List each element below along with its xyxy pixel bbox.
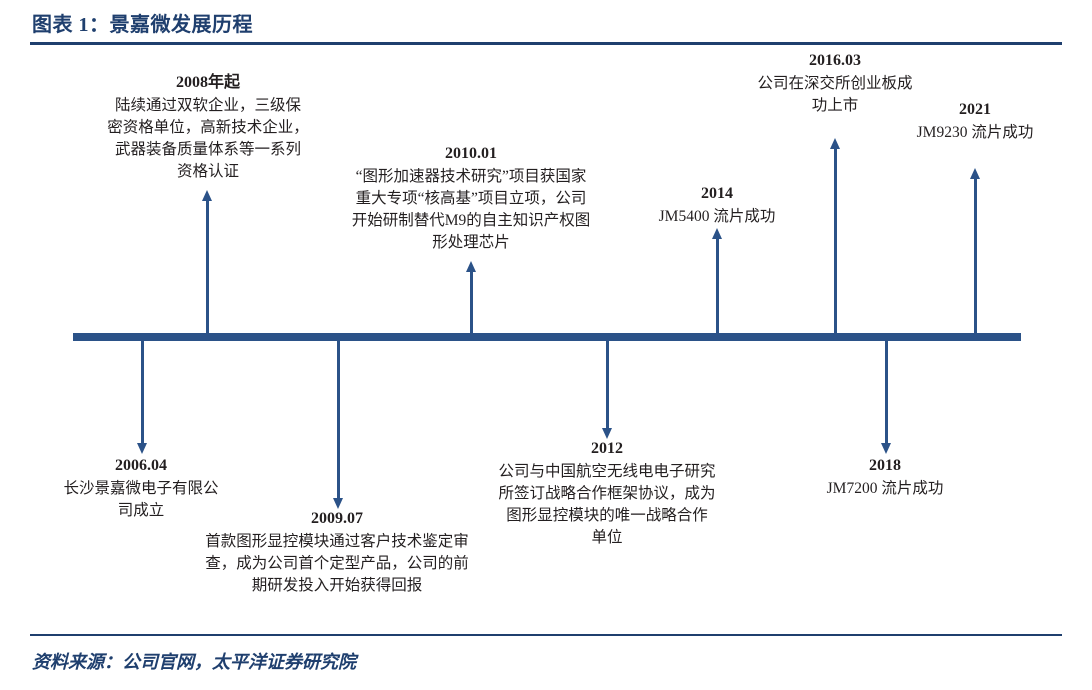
event-date: 2010.01 xyxy=(445,145,497,162)
event-date: 2014 xyxy=(701,185,733,202)
timeline-event-2021: 2021 JM9230 流片成功 xyxy=(880,99,1070,144)
timeline-event-2016-03: 2016.03 公司在深交所创业板成 功上市 xyxy=(731,50,939,117)
event-date: 2012 xyxy=(591,440,623,457)
event-description: JM9230 流片成功 xyxy=(916,123,1034,141)
connector-2009-07 xyxy=(337,340,340,499)
arrowhead-2014 xyxy=(712,228,722,239)
arrowhead-2018 xyxy=(881,443,891,454)
timeline-event-2008-qi: 2008年起 陆续通过双软企业，三级保 密资格单位，高新技术企业， 武器装备质量… xyxy=(60,72,356,183)
connector-2010-01 xyxy=(470,271,473,334)
arrowhead-2008-qi xyxy=(202,190,212,201)
page-title: 图表 1：景嘉微发展历程 xyxy=(32,14,253,36)
timeline-event-2014: 2014 JM5400 流片成功 xyxy=(622,183,812,228)
footer-divider xyxy=(30,634,1062,636)
event-date: 2018 xyxy=(869,457,901,474)
event-description: JM5400 流片成功 xyxy=(658,207,776,225)
connector-2016-03 xyxy=(834,148,837,334)
connector-2006-04 xyxy=(141,340,144,444)
source-note: 资料来源：公司官网，太平洋证券研究院 xyxy=(32,652,356,672)
arrowhead-2016-03 xyxy=(830,138,840,149)
event-date: 2006.04 xyxy=(115,457,167,474)
connector-2008-qi xyxy=(206,200,209,334)
event-date: 2016.03 xyxy=(809,52,861,69)
connector-2014 xyxy=(716,238,719,334)
timeline-event-2009-07: 2009.07 首款图形显控模块通过客户技术鉴定审 查，成为公司首个定型产品，公… xyxy=(182,508,492,597)
connector-2012 xyxy=(606,340,609,429)
event-description: 陆续通过双软企业，三级保 密资格单位，高新技术企业， 武器装备质量体系等一系列 … xyxy=(107,96,309,180)
event-description: 长沙景嘉微电子有限公 司成立 xyxy=(63,479,219,519)
event-date: 2009.07 xyxy=(311,510,363,527)
event-description: 公司在深交所创业板成 功上市 xyxy=(757,74,913,114)
event-date: 2021 xyxy=(959,101,991,118)
timeline-event-2012: 2012 公司与中国航空无线电电子研究 所签订战略合作框架协议，成为 图形显控模… xyxy=(458,438,756,549)
connector-2018 xyxy=(885,340,888,444)
event-description: “图形加速器技术研究”项目获国家 重大专项“核高基”项目立项，公司 开始研制替代… xyxy=(351,167,591,251)
event-description: 首款图形显控模块通过客户技术鉴定审 查，成为公司首个定型产品，公司的前 期研发投… xyxy=(205,532,469,594)
arrowhead-2009-07 xyxy=(333,498,343,509)
timeline-axis xyxy=(73,333,1021,341)
timeline-event-2010-01: 2010.01 “图形加速器技术研究”项目获国家 重大专项“核高基”项目立项，公… xyxy=(322,143,620,254)
connector-2021 xyxy=(974,178,977,334)
title-divider xyxy=(30,42,1062,45)
arrowhead-2012 xyxy=(602,428,612,439)
timeline-event-2018: 2018 JM7200 流片成功 xyxy=(790,455,980,500)
arrowhead-2021 xyxy=(970,168,980,179)
event-description: JM7200 流片成功 xyxy=(826,479,944,497)
timeline-event-2006-04: 2006.04 长沙景嘉微电子有限公 司成立 xyxy=(22,455,260,522)
event-description: 公司与中国航空无线电电子研究 所签订战略合作框架协议，成为 图形显控模块的唯一战… xyxy=(498,462,716,546)
arrowhead-2006-04 xyxy=(137,443,147,454)
event-date: 2008年起 xyxy=(175,74,240,91)
arrowhead-2010-01 xyxy=(466,261,476,272)
